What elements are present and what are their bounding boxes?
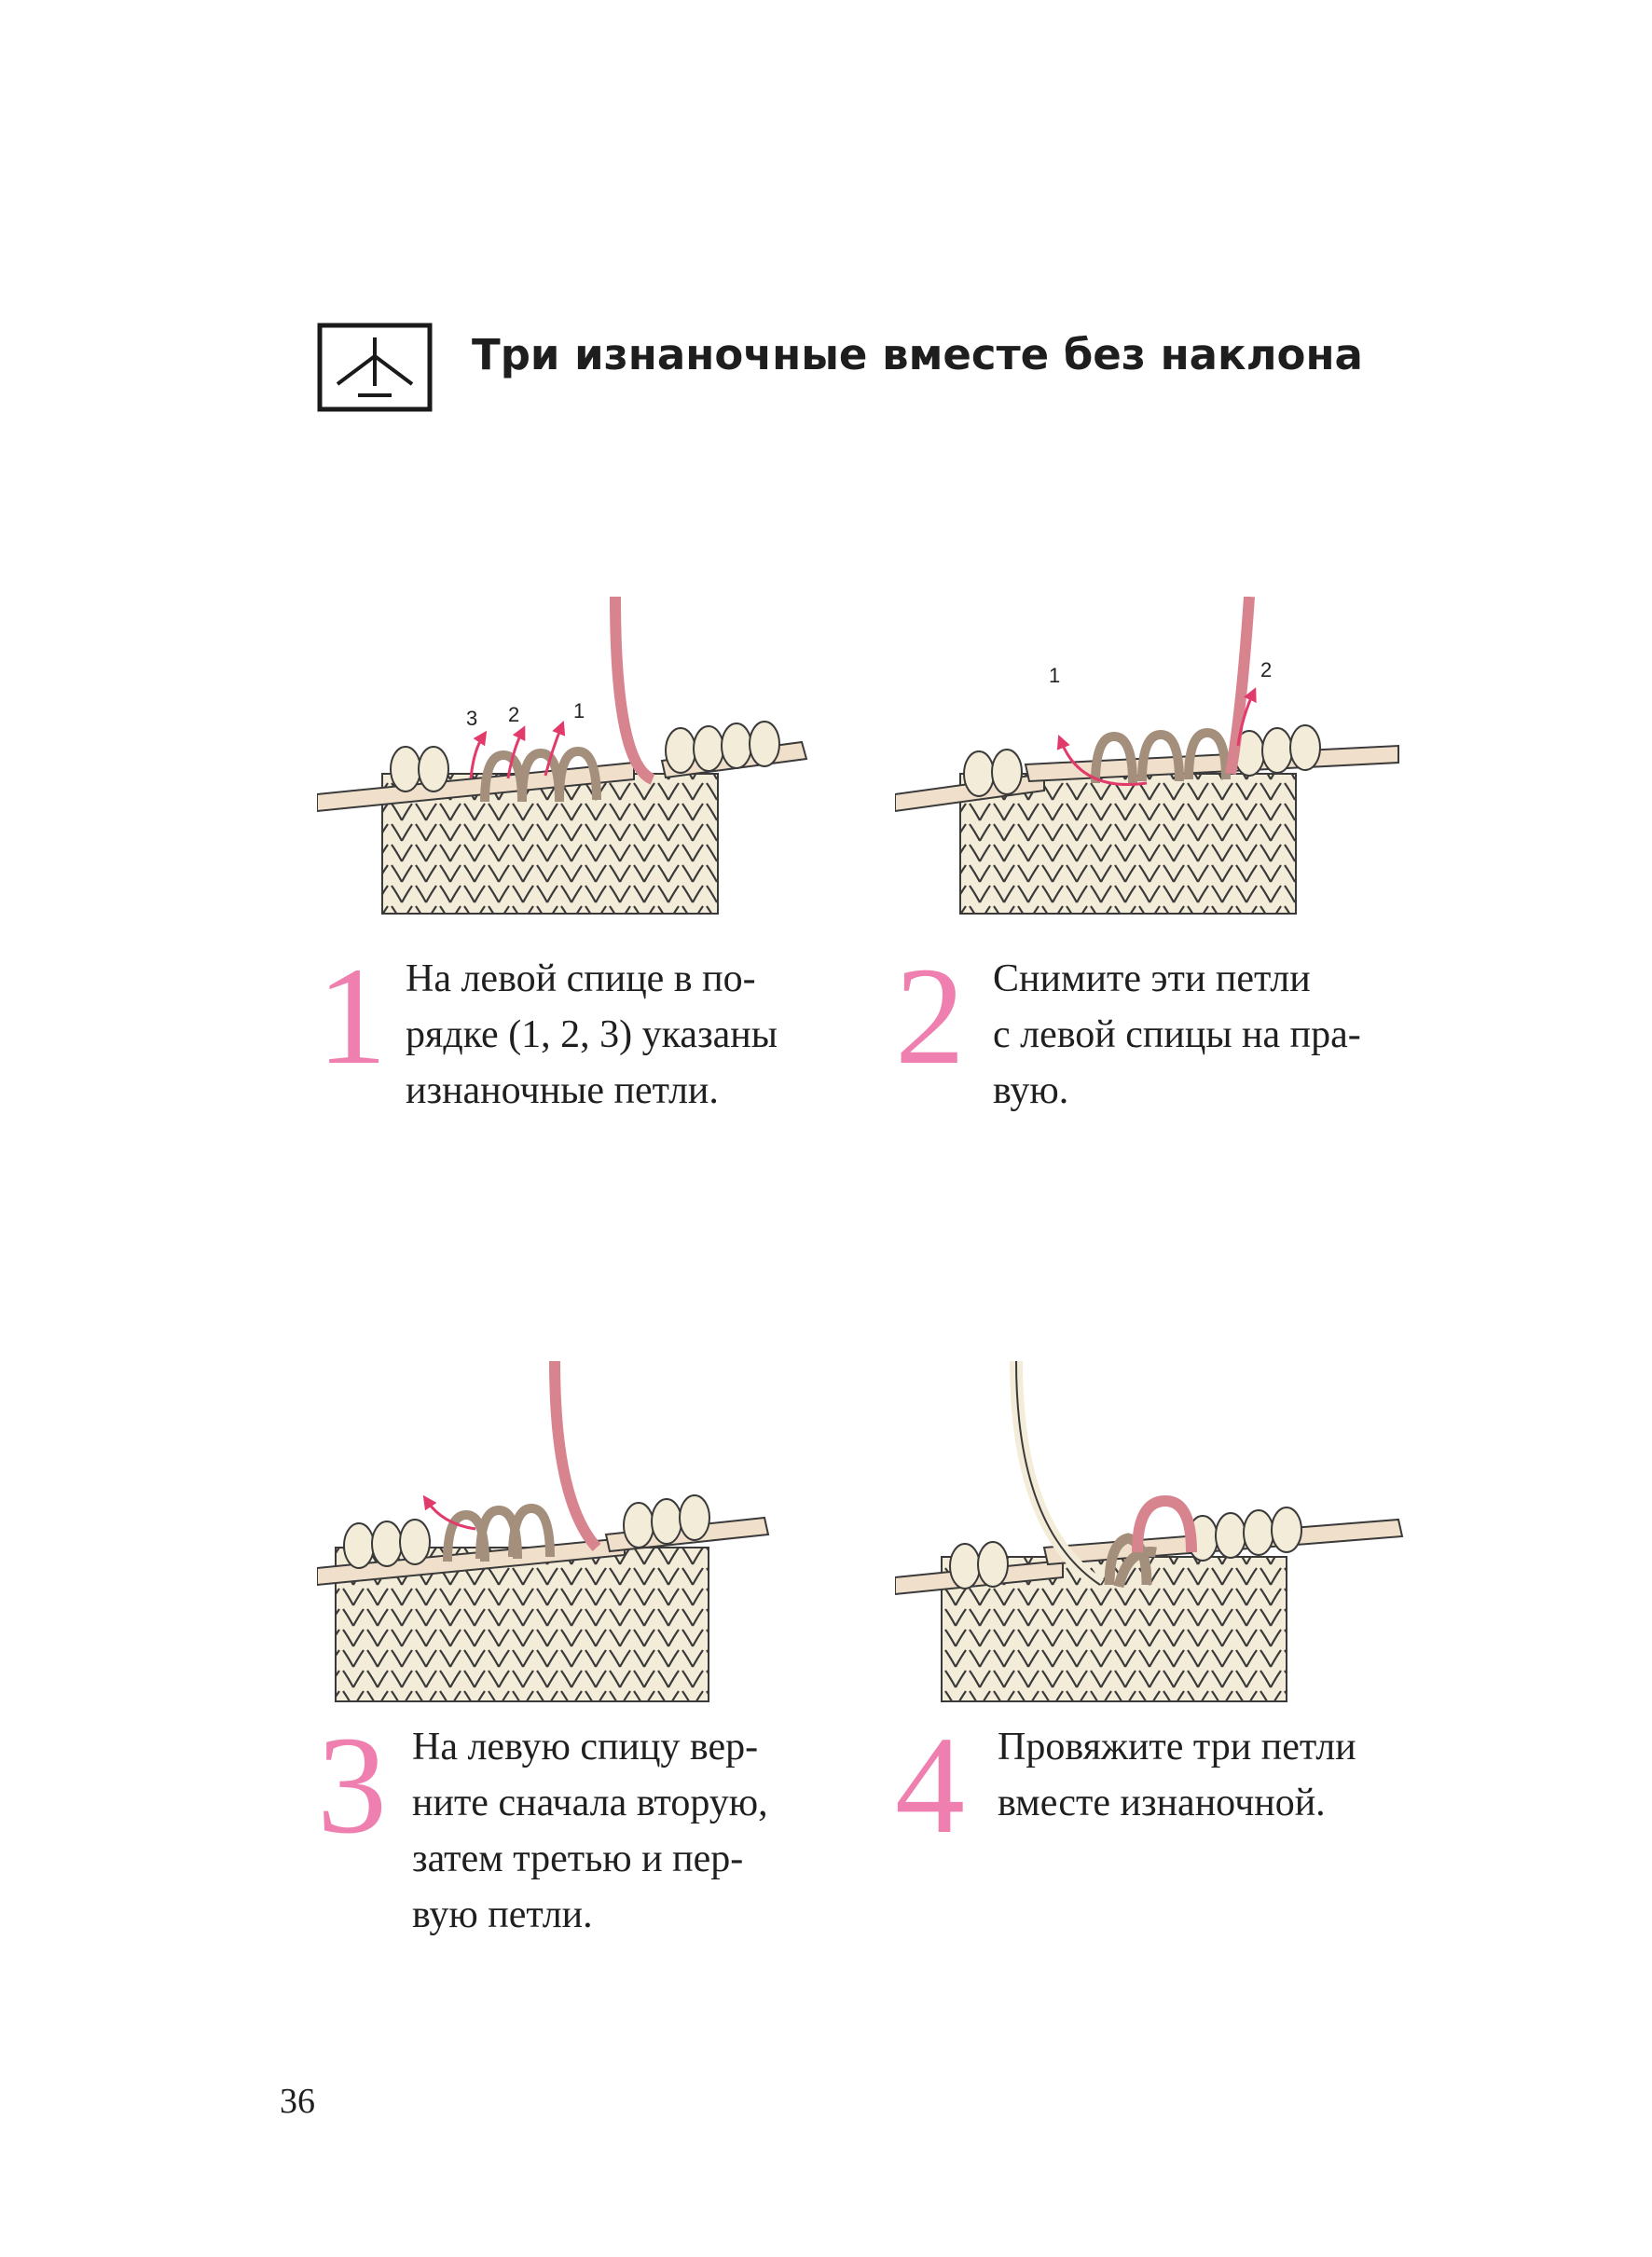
step-2-illustration: 1 2 [895,597,1399,915]
step-3-illustration [317,1361,770,1702]
working-yarn [549,1361,601,1552]
working-yarn [610,597,655,785]
step-number: 1 [317,939,387,1094]
working-yarn [1225,597,1255,776]
step-number: 2 [895,939,965,1094]
arrow-label: 2 [1260,658,1272,681]
step-description: Снимите эти петли с левой спицы на пра- … [993,957,1361,1112]
arrow-label: 2 [508,703,519,726]
arrow-label: 3 [466,707,477,730]
step-1: 3 2 1 1 На левой спице в по- рядке (1, 2… [317,597,839,1119]
step-1-illustration: 3 2 1 [317,597,808,915]
page-number: 36 [280,2082,315,2121]
header: Три изнаночные вместе без наклона [317,323,1363,420]
step-4-illustration [895,1361,1404,1702]
arrow-label: 1 [573,699,585,723]
step-3: 3 На левую спицу вер- ните сначала втору… [317,1361,839,1976]
step-description: На левой спице в по- рядке (1, 2, 3) ука… [406,957,778,1112]
arrow-label: 1 [1049,664,1060,687]
step-4: 4 Провяжите три петли вместе изнаночной. [895,1361,1417,1883]
page-title: Три изнаночные вместе без наклона [472,330,1363,379]
knit-fabric [959,773,1297,915]
step-2: 1 2 2 Снимите эти петли с левой спицы на… [895,597,1417,1119]
step-description: Провяжите три петли вместе изнаночной. [998,1726,1356,1824]
step-number: 3 [317,1708,387,1863]
step-description: На левую спицу вер- ните сначала вторую,… [412,1726,768,1936]
purl-three-together-symbol-icon [317,323,433,412]
step-number: 4 [895,1708,965,1863]
